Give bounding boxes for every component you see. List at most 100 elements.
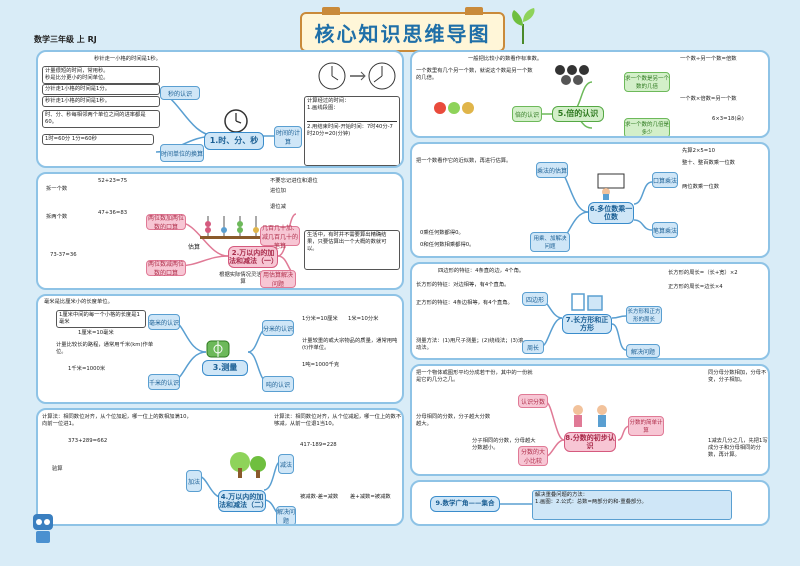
node-times[interactable]: 倍的认识 <box>512 106 542 122</box>
node-fraction-compare[interactable]: 分数的大小比较 <box>518 446 548 466</box>
tree-illustration <box>230 452 266 478</box>
text-add-rule: 计算法：相同数位对齐，从个位加起，哪一位上的数相加满10，向前一位进1。 <box>42 414 192 428</box>
text-cm-mm: 1厘米=10毫米 <box>78 330 114 336</box>
node-rect-problems[interactable]: 解决问题 <box>626 344 660 358</box>
node-time-calc[interactable]: 时间的计算 <box>274 126 302 148</box>
text-dm-cm: 1分米=10厘米 <box>302 316 338 322</box>
unit-8-panel: 把一个物体或图形平均分成若干份，其中的一份就是它的几分之几。 分母相同的分数，分… <box>410 364 770 476</box>
unit-6-title[interactable]: 6.多位数乘一位数 <box>588 202 634 224</box>
node-oral-mul[interactable]: 口算乘法 <box>652 172 678 188</box>
text-first-calc: 先算2×5=10 <box>682 148 715 154</box>
unit-4-title[interactable]: 4.万以内的加法和减法（二） <box>218 490 268 512</box>
node-two-digit-add[interactable]: 两位数加两位数的口算 <box>146 214 186 231</box>
text-quad-feature: 四边形的特征：4条直的边，4个角。 <box>438 268 525 274</box>
text-measure-method: 测量方法：(1)用尺子测量；(2)绕线法；(3)滚动法。 <box>416 338 524 352</box>
text-remember-carry: 不要忘记进位和退位 <box>270 178 318 184</box>
text-whole-tens: 整十、整百数乘一位数 <box>682 160 735 166</box>
text-rect-perimeter: 长方形的周长=（长+宽）×2 <box>668 270 738 276</box>
birds-illustration <box>555 65 589 85</box>
node-mul-estimate[interactable]: 乘法的估算 <box>536 162 568 178</box>
node-fraction-calc[interactable]: 分数的简单计算 <box>628 416 664 436</box>
text-ton-kg: 1吨=1000千克 <box>302 362 340 368</box>
page-title: 核心知识思维导图 <box>300 7 505 52</box>
unit-8-title[interactable]: 8.分数的初步认识 <box>564 432 616 452</box>
node-km[interactable]: 千米的认识 <box>148 374 180 390</box>
unit-9-title[interactable]: 9.数学广角——集合 <box>430 496 500 512</box>
node-dm[interactable]: 分米的认识 <box>262 320 294 336</box>
node-unit-conversion[interactable]: 时间单位的换算 <box>160 144 204 162</box>
text-second-tick: 秒针走1小格的时间是1秒。 <box>42 96 160 107</box>
time-calc-box: 计算经过的时间： 1.画线段图： 2.用结束时间-开始时间：7时40分-7时20… <box>304 96 400 166</box>
text-square-perimeter: 正方形的周长=边长×4 <box>668 284 723 290</box>
unit-2-title[interactable]: 2.万以内的加法和减法（一） <box>228 246 278 268</box>
text-km-m: 1千米=1000米 <box>68 366 106 372</box>
node-fraction[interactable]: 认识分数 <box>518 394 548 408</box>
node-mul-add[interactable]: 用乘、加解决问题 <box>530 232 570 252</box>
text-sub-calc: 417-189=228 <box>300 442 337 448</box>
unit-4-panel: 计算法：相同数位对齐，从个位加起，哪一位上的数相加满10，向前一位进1。 373… <box>36 408 404 526</box>
set-method-box: 解决重叠问题的方法： 1.画图：2.公式：总数=两部分的和-重叠部分。 <box>532 490 732 520</box>
text-minute: 分针走1小格的时间是1分。 <box>42 84 160 95</box>
node-perimeter[interactable]: 周长 <box>522 340 544 354</box>
node-addition[interactable]: 加法 <box>186 470 202 492</box>
text-estimate-note: 生活中，有时并不需要算出精确结果，只要估算出一个大概的数就可以。 <box>304 230 400 270</box>
node-hundreds-calc[interactable]: 几百几十加、减几百几十的笔算 <box>260 224 300 250</box>
abacus-illustration <box>200 216 266 239</box>
text-two-digit: 两位数乘一位数 <box>682 184 720 190</box>
node-second-recognition[interactable]: 秒的认识 <box>160 86 200 100</box>
fruit-illustration <box>434 102 474 114</box>
text-add-same-denom: 同分母分数相加，分母不变，分子相加。 <box>708 370 767 384</box>
node-ton[interactable]: 吨的认识 <box>262 376 294 392</box>
unit-1-title[interactable]: 1.时、分、秒 <box>204 132 264 150</box>
robot-mascot-icon <box>33 514 53 543</box>
node-how-many-times[interactable]: 求一个数是另一个数的几倍 <box>624 72 670 92</box>
text-flower-calc: 6×3=18(朵) <box>712 116 744 122</box>
estimate-label: 估算 <box>188 244 201 251</box>
node-estimate-problem[interactable]: 用估算解决问题 <box>260 270 296 288</box>
node-word-problems[interactable]: 解决问题 <box>276 506 296 524</box>
kids-illustration <box>573 405 607 427</box>
unit-7-title[interactable]: 7.长方形和正方形 <box>562 314 612 334</box>
text-m-dm: 1米=10分米 <box>348 316 379 322</box>
text-check-1: 被减数-差=减数 <box>300 494 339 500</box>
unit-3-title[interactable]: 3.测量 <box>202 360 248 376</box>
unit-2-panel: 52+23=75 拆一个数 47+36=83 拆两个数 73-37=36 两位数… <box>36 172 404 290</box>
text-same-denom: 分母相同的分数，分子越大分数越大。 <box>416 414 491 428</box>
text-rect-feature: 长方形的特征：对边相等，有4个直角。 <box>416 282 510 288</box>
text-fraction-def: 把一个物体或图形平均分成若干份，其中的一份就是它的几分之几。 <box>416 370 533 384</box>
text-check-2: 差+减数=被减数 <box>350 494 391 500</box>
text-calc-2: 47+36=83 <box>98 210 128 216</box>
text-flex-estimate: 根据实际情况灵活估算 <box>219 272 267 286</box>
text-mm-ruler: 1厘米中间的每一个小格的长度是1毫米 <box>56 310 146 328</box>
unit-1-panel: 秒针走一小格的时间是1秒。 计量很短的时间，常用秒。秒是比分更小的时间单位。 分… <box>36 50 404 168</box>
node-two-digit-sub[interactable]: 两位数减两位数的口算 <box>146 260 186 277</box>
text-ton-def: 计量较重的或大宗物品的质量，通常用吨(t)作单位。 <box>302 338 398 352</box>
text-zero-mul: 0乘任何数都得0。 <box>420 230 464 236</box>
text-square-feature: 正方形的特征：4条边相等，有4个直角。 <box>416 300 513 306</box>
sprout-icon <box>512 8 535 44</box>
unit-5-title[interactable]: 5.倍的认识 <box>552 106 604 122</box>
node-quad[interactable]: 四边形 <box>522 292 548 306</box>
text-div-formula: 一个数÷另一个数=倍数 <box>680 56 737 62</box>
text-rate: 时、分、秒每相邻两个单位之间的进率都是60。 <box>42 110 160 128</box>
node-rect-perimeter[interactable]: 长方形和正方形的周长 <box>626 306 662 324</box>
unit-6-panel: 把一个数看作它的近似数，再进行估算。 乘法的估算 用乘、加解决问题 0乘任何数都… <box>410 142 770 258</box>
text-mul-formula: 一个数×倍数=另一个数 <box>680 96 737 102</box>
unit-7-panel: 四边形的特征：4条直的边，4个角。 长方形的特征：对边相等，有4个直角。 正方形… <box>410 262 770 360</box>
text-times-def: 一个数里有几个另一个数，就说这个数是另一个数的几倍。 <box>416 68 533 82</box>
text-same-numer: 分子相同的分数，分母越大分数越小。 <box>472 438 536 452</box>
text-one-minus: 1减去几分之几，先把1写成分子和分母相同的分数，再计算。 <box>708 438 768 459</box>
node-written-mul[interactable]: 笔算乘法 <box>652 222 678 238</box>
unit-9-panel: 9.数学广角——集合 解决重叠问题的方法： 1.画图：2.公式：总数=两部分的和… <box>410 480 770 526</box>
node-subtraction[interactable]: 减法 <box>278 454 294 474</box>
field-icon <box>206 340 230 358</box>
text-check: 验算 <box>52 466 63 472</box>
text-calc-1: 52+23=75 <box>98 178 128 184</box>
unit-3-panel: 毫米是比厘米小的长度单位。 1厘米中间的每一个小格的长度是1毫米 1厘米=10毫… <box>36 294 404 404</box>
text-km-def: 计量比较长的路程，通常用千米(km)作单位。 <box>56 342 154 356</box>
subject-label: 数学三年级 上 RJ <box>34 35 97 44</box>
clocks-illustration <box>318 62 396 90</box>
text-add-calc: 373+289=662 <box>68 438 108 444</box>
node-mm[interactable]: 毫米的认识 <box>148 314 180 330</box>
node-times-of[interactable]: 求一个数的几倍是多少 <box>624 118 670 136</box>
